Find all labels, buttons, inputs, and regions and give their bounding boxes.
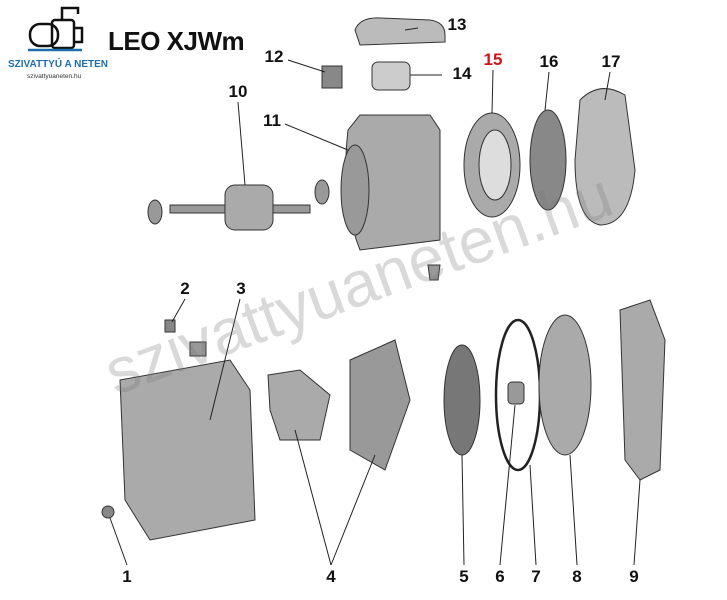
brand-name: SZIVATTYÚ A NETEN: [8, 59, 108, 70]
label-1: 1: [122, 567, 132, 586]
part-6-seal: [507, 381, 525, 405]
part-16-fan: [529, 109, 567, 211]
part-12-switch: [321, 65, 343, 89]
part-8-pump-cover: [538, 314, 592, 456]
part-14-capacitor: [371, 61, 411, 91]
label-12: 12: [264, 47, 284, 66]
part-4-ejector: [267, 369, 331, 441]
part-5-impeller: [443, 344, 481, 456]
part-1-drain-plug: [101, 505, 115, 519]
page-title: LEO XJWm: [108, 26, 245, 56]
label-15: 15: [483, 50, 503, 69]
label-8: 8: [572, 567, 582, 586]
label-4: 4: [326, 567, 336, 586]
part-3-pump-body: [119, 359, 256, 541]
label-11: 11: [263, 111, 281, 130]
label-3: 3: [236, 279, 246, 298]
label-14: 14: [452, 64, 472, 83]
part-9-bracket: [619, 299, 666, 481]
part-2-plug: [164, 319, 176, 333]
label-10: 10: [228, 82, 248, 101]
label-2: 2: [180, 279, 190, 298]
part-4-diffuser: [349, 339, 411, 471]
label-7: 7: [531, 567, 541, 586]
label-5: 5: [459, 567, 469, 586]
part-13-cover: [354, 17, 446, 46]
brand-site: szivattyuaneten.hu: [27, 73, 82, 80]
label-17: 17: [601, 52, 621, 71]
label-6: 6: [495, 567, 505, 586]
logo-pump-icon: [28, 6, 84, 52]
leader-lines: [109, 27, 641, 566]
label-9: 9: [629, 567, 639, 586]
label-16: 16: [539, 52, 559, 71]
part-17-fan-cover: [574, 88, 636, 226]
label-13: 13: [447, 15, 467, 34]
